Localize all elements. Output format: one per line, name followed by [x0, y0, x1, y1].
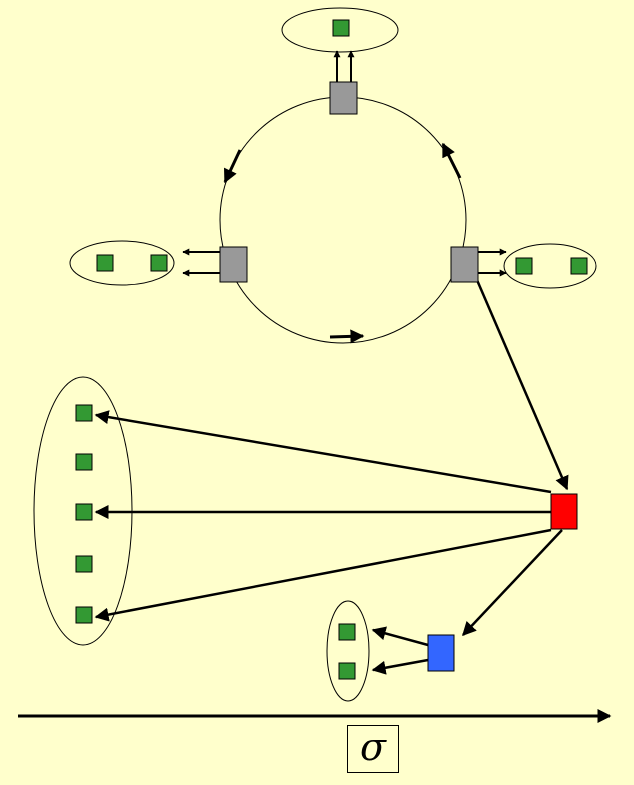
- ring-node-left: [219, 246, 248, 283]
- site-blue-2: [338, 662, 356, 680]
- arrow-ring-to-red-hub: [475, 279, 569, 491]
- ring-direction-arrow-bottom: [329, 329, 365, 344]
- blue-hub: [427, 634, 455, 672]
- arrow-red-to-site-1: [94, 410, 552, 494]
- site-top-1: [332, 19, 350, 37]
- site-cluster-blue: [326, 600, 370, 702]
- ring-node-top: [329, 81, 358, 115]
- site-cluster-right: [503, 243, 597, 289]
- sigma-symbol: σ: [360, 725, 386, 769]
- site-red-2: [75, 453, 93, 471]
- site-right-2: [570, 257, 588, 275]
- site-cluster-left: [69, 240, 175, 286]
- site-right-1: [515, 257, 533, 275]
- sigma-label-box: σ: [347, 725, 399, 773]
- site-red-5: [75, 606, 93, 624]
- arrow-blue-to-site-2: [371, 658, 429, 675]
- site-red-1: [75, 404, 93, 422]
- arrow-red-to-site-5: [94, 528, 552, 622]
- ring-direction-arrow-right: [441, 142, 462, 179]
- ring-node-right: [450, 246, 479, 283]
- arrow-blue-to-site-1: [371, 626, 429, 647]
- site-red-4: [75, 555, 93, 573]
- site-left-1: [96, 254, 114, 272]
- arrow-red-to-blue-hub: [462, 529, 563, 637]
- site-red-3: [75, 503, 93, 521]
- site-left-2: [150, 254, 168, 272]
- red-hub: [550, 493, 578, 530]
- site-blue-1: [338, 623, 356, 641]
- ring-circle: [219, 96, 467, 344]
- ring-direction-arrow-left: [223, 149, 242, 184]
